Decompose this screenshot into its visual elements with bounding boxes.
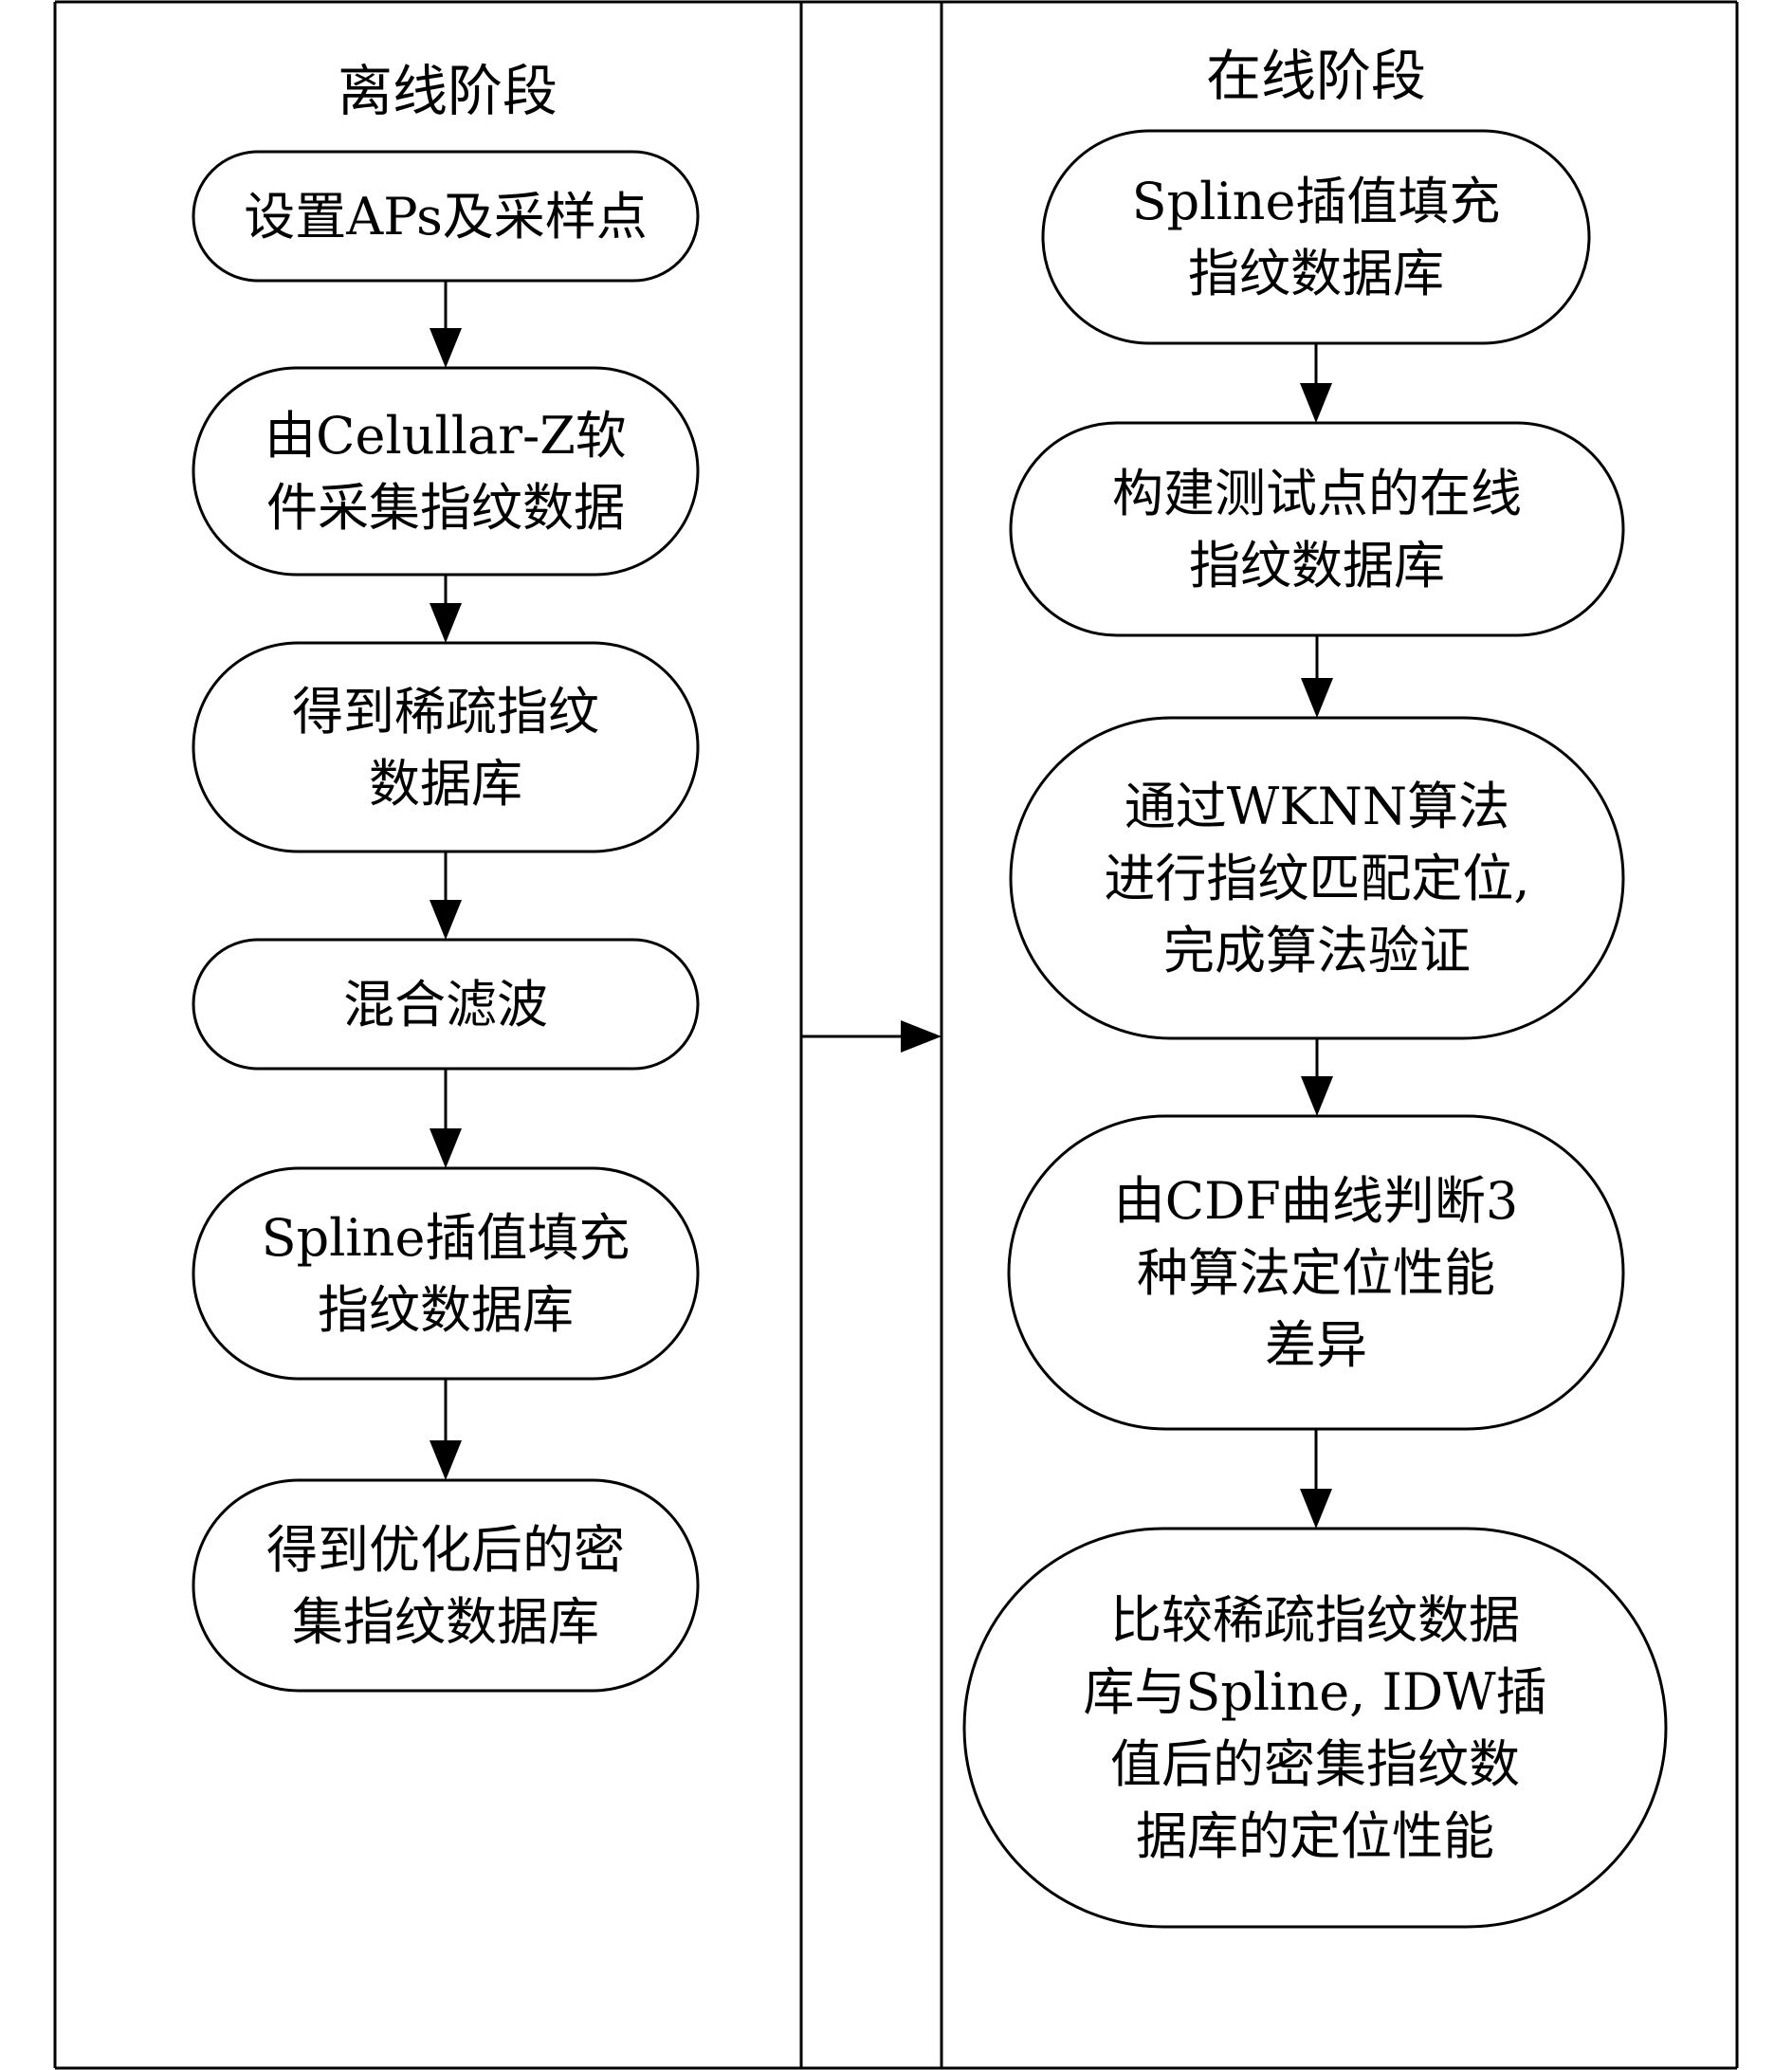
online-step-label: 种算法定位性能 xyxy=(1137,1243,1495,1303)
offline-arrowhead xyxy=(430,1440,462,1480)
offline-arrowhead xyxy=(430,900,462,940)
offline-step-label: 件采集指纹数据 xyxy=(266,478,625,538)
offline-step-box xyxy=(192,1478,700,1693)
offline-step-label: 由Celullar-Z软 xyxy=(265,406,627,466)
online-step-label: 完成算法验证 xyxy=(1163,921,1471,980)
offline-title: 离线阶段 xyxy=(338,59,558,123)
online-step-label: 差异 xyxy=(1265,1315,1367,1375)
online-arrowhead xyxy=(1301,1076,1333,1116)
online-step-label: 比较稀疏指纹数据 xyxy=(1110,1590,1520,1650)
online-step-label: 库与Spline, IDW插 xyxy=(1083,1662,1546,1722)
online-step-label: Spline插值填充 xyxy=(1132,172,1501,231)
online-step-label: 由CDF曲线判断3 xyxy=(1114,1171,1518,1231)
offline-step-label: 得到优化后的密 xyxy=(266,1520,625,1580)
online-arrowhead xyxy=(1300,383,1332,423)
offline-step-label: 设置APs及采样点 xyxy=(244,187,648,247)
offline-step-label: 集指纹数据库 xyxy=(292,1592,599,1652)
online-step-box xyxy=(1009,421,1625,637)
offline-arrowhead xyxy=(430,328,462,368)
online-step-box xyxy=(962,1527,1668,1929)
online-title: 在线阶段 xyxy=(1206,44,1426,108)
offline-step-1: 设置APs及采样点 xyxy=(192,150,700,283)
online-step-label: 进行指纹匹配定位, xyxy=(1104,849,1529,908)
online-step-label: 据库的定位性能 xyxy=(1136,1806,1494,1866)
offline-step-box xyxy=(192,366,700,577)
offline-step-label: 混合滤波 xyxy=(343,975,548,1035)
offline-step-box xyxy=(192,641,700,853)
offline-step-label: Spline插值填充 xyxy=(262,1208,631,1268)
online-flow: Spline插值填充指纹数据库构建测试点的在线指纹数据库通过WKNN算法进行指纹… xyxy=(962,129,1668,1929)
offline-flow: 设置APs及采样点由Celullar-Z软件采集指纹数据得到稀疏指纹数据库混合滤… xyxy=(192,150,700,1693)
offline-step-label: 指纹数据库 xyxy=(318,1280,574,1340)
online-step-label: 指纹数据库 xyxy=(1189,536,1445,595)
online-step-box xyxy=(1041,129,1591,345)
phase-connector xyxy=(801,1020,942,1053)
online-arrowhead xyxy=(1300,1489,1332,1529)
phase-arrowhead xyxy=(901,1020,942,1053)
offline-arrowhead xyxy=(430,1128,462,1168)
online-step-label: 构建测试点的在线 xyxy=(1112,464,1522,523)
panel-frames xyxy=(53,0,1739,2070)
online-arrowhead xyxy=(1301,678,1333,718)
offline-step-label: 数据库 xyxy=(369,754,522,814)
offline-step-label: 得到稀疏指纹 xyxy=(292,682,599,742)
offline-arrowhead xyxy=(430,603,462,643)
offline-step-4: 混合滤波 xyxy=(192,938,700,1071)
online-step-label: 通过WKNN算法 xyxy=(1125,777,1509,836)
online-step-label: 指纹数据库 xyxy=(1188,244,1444,303)
offline-step-box xyxy=(192,1166,700,1381)
online-step-label: 值后的密集指纹数 xyxy=(1110,1734,1520,1794)
